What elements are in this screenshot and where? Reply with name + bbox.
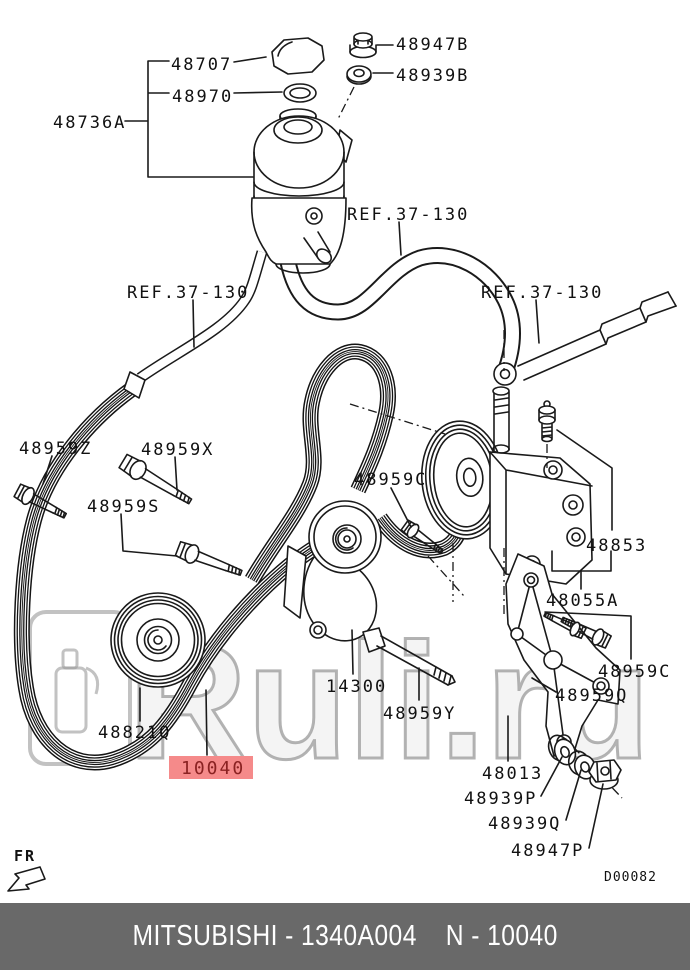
belt-tensioner — [284, 501, 381, 641]
nut-48947p — [589, 760, 621, 789]
part-label-48959x: 48959X — [141, 440, 214, 460]
reservoir-cap — [272, 38, 324, 74]
fr-label: FR — [14, 847, 36, 865]
footer-number: N - 10040 — [445, 920, 558, 952]
part-label-48959s: 48959S — [87, 497, 160, 517]
reservoir-hose-main — [288, 256, 513, 372]
reservoir-washer — [347, 66, 371, 84]
catalog-footer-bar: MITSUBISHI - 1340A004 N - 10040 — [0, 903, 690, 970]
part-label-48959c-right: 48959C — [598, 662, 671, 682]
part-label-48939b: 48939B — [396, 66, 469, 86]
diagram-canvas: Ruli.ru — [0, 0, 690, 903]
cap-o-ring — [284, 84, 316, 102]
part-label-48947p: 48947P — [511, 841, 584, 861]
part-label-48959c-left: 48959C — [354, 470, 427, 490]
part-label-48707: 48707 — [171, 55, 232, 75]
highlighted-part-10040: 10040 — [169, 756, 253, 779]
part-label-48736a: 48736A — [53, 113, 126, 133]
fr-direction-indicator: FR — [8, 847, 45, 891]
part-label-48939p: 48939P — [464, 789, 537, 809]
ref-label-top: REF.37-130 — [347, 205, 469, 225]
pressure-pipe — [494, 292, 676, 385]
ref-label-left: REF.37-130 — [127, 283, 249, 303]
bolt-48959s — [173, 538, 246, 583]
part-label-48959y: 48959Y — [383, 704, 456, 724]
part-label-48959q: 48959Q — [555, 686, 628, 706]
bolt-48959y — [363, 628, 455, 685]
part-label-48970: 48970 — [172, 87, 233, 107]
part-label-48939q: 48939Q — [488, 814, 561, 834]
part-label-48853: 48853 — [586, 536, 647, 556]
reservoir-hose-left — [124, 252, 262, 398]
footer-brand-part: MITSUBISHI - 1340A004 — [132, 920, 417, 952]
part-label-48013: 48013 — [482, 764, 543, 784]
part-label-14300: 14300 — [326, 677, 387, 697]
part-label-48055a: 48055A — [546, 591, 619, 611]
drawing-code: D00082 — [604, 870, 657, 885]
power-steering-pump — [490, 387, 592, 584]
pump-bracket — [506, 554, 620, 756]
leader-lines — [43, 45, 631, 848]
part-label-48821q: 48821Q — [98, 723, 171, 743]
ref-label-right: REF.37-130 — [481, 283, 603, 303]
fr-arrow-icon — [8, 867, 45, 891]
part-label-48959z: 48959Z — [19, 439, 92, 459]
reservoir-nut — [350, 33, 376, 58]
idler-pulley — [111, 593, 205, 687]
pressure-switch — [539, 401, 555, 442]
fluid-reservoir — [252, 109, 352, 273]
part-label-48947b: 48947B — [396, 35, 469, 55]
highlight-label: 10040 — [181, 758, 245, 779]
washer-48939p — [545, 732, 579, 767]
